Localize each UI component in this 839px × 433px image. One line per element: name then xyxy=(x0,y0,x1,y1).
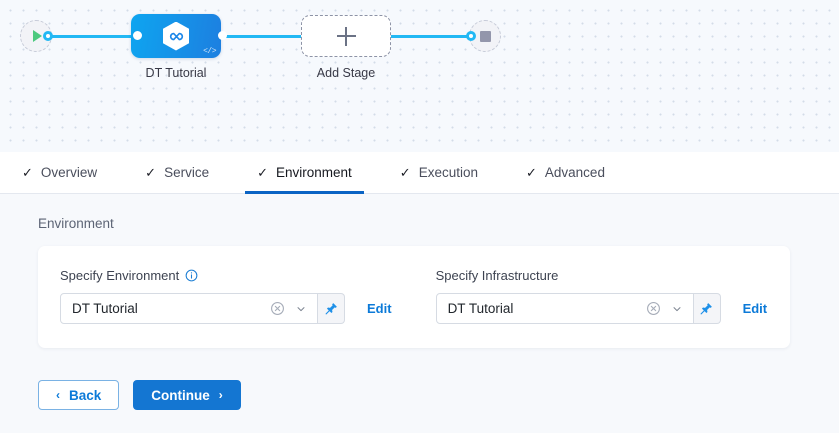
tab-overview[interactable]: ✓ Overview xyxy=(20,152,99,194)
environment-pin-button[interactable] xyxy=(318,293,345,324)
edge-start-to-stage xyxy=(46,35,138,38)
tab-label: Environment xyxy=(276,165,352,180)
environment-panel: Environment Specify Environment DT Tutor… xyxy=(0,194,839,433)
tab-advanced[interactable]: ✓ Advanced xyxy=(524,152,607,194)
check-icon: ✓ xyxy=(526,165,537,180)
infrastructure-pin-button[interactable] xyxy=(693,293,721,324)
continue-button[interactable]: Continue › xyxy=(133,380,241,410)
environment-select[interactable]: DT Tutorial xyxy=(60,293,318,324)
specify-environment-group: Specify Environment DT Tutorial xyxy=(60,268,392,324)
continue-button-label: Continue xyxy=(151,387,210,403)
clear-icon[interactable] xyxy=(646,301,661,316)
environment-select-value: DT Tutorial xyxy=(72,301,138,316)
edge-add-to-end xyxy=(382,35,478,38)
stage-node-output-port[interactable] xyxy=(218,31,227,40)
start-node-port[interactable] xyxy=(43,31,53,41)
clear-icon[interactable] xyxy=(270,301,285,316)
pipeline-canvas[interactable]: </> DT Tutorial Add Stage xyxy=(0,0,839,152)
field-label-text: Specify Infrastructure xyxy=(435,268,559,283)
tab-execution[interactable]: ✓ Execution xyxy=(398,152,480,194)
field-label-text: Specify Environment xyxy=(60,268,180,283)
code-badge-icon: </> xyxy=(203,47,216,56)
tab-environment[interactable]: ✓ Environment xyxy=(245,152,364,194)
stop-icon xyxy=(479,30,491,42)
specify-infrastructure-group: Specify Infrastructure DT Tutorial xyxy=(435,268,768,324)
back-button[interactable]: ‹ Back xyxy=(38,380,120,410)
specify-environment-row: DT Tutorial xyxy=(60,293,392,324)
chevron-right-icon: › xyxy=(218,388,223,402)
back-button-label: Back xyxy=(69,387,102,403)
tab-service[interactable]: ✓ Service xyxy=(143,152,211,194)
stage-node-label: DT Tutorial xyxy=(145,66,207,80)
chevron-left-icon: ‹ xyxy=(56,388,60,402)
check-icon: ✓ xyxy=(257,165,268,180)
end-node-port[interactable] xyxy=(466,31,476,41)
harness-hexagon-icon xyxy=(163,21,189,51)
check-icon: ✓ xyxy=(399,165,411,180)
specify-infrastructure-label: Specify Infrastructure xyxy=(436,268,768,283)
chevron-down-icon[interactable] xyxy=(295,303,307,315)
footer-actions: ‹ Back Continue › xyxy=(38,380,839,410)
tab-label: Overview xyxy=(40,165,98,180)
section-title: Environment xyxy=(38,216,114,231)
specify-environment-label: Specify Environment xyxy=(60,268,392,283)
check-icon: ✓ xyxy=(22,165,33,180)
tab-label: Advanced xyxy=(544,165,605,180)
infrastructure-select-value: DT Tutorial xyxy=(447,301,514,316)
info-icon[interactable] xyxy=(185,269,198,282)
stage-node-dt-tutorial[interactable]: </> xyxy=(131,14,221,58)
stage-tabbar: ✓ Overview ✓ Service ✓ Environment ✓ Exe… xyxy=(0,152,839,194)
environment-edit-link[interactable]: Edit xyxy=(367,301,392,316)
add-stage-label: Add Stage xyxy=(316,66,376,80)
infrastructure-edit-link[interactable]: Edit xyxy=(742,301,768,316)
edge-stage-to-add xyxy=(222,35,312,38)
stage-node-input-port[interactable] xyxy=(133,31,142,40)
play-icon xyxy=(32,30,42,42)
tab-label: Service xyxy=(164,165,210,180)
specify-infrastructure-row: DT Tutorial xyxy=(435,293,768,324)
infrastructure-select[interactable]: DT Tutorial xyxy=(435,293,694,324)
add-stage-button[interactable] xyxy=(301,15,391,57)
check-icon: ✓ xyxy=(145,165,157,180)
chevron-down-icon[interactable] xyxy=(671,303,683,315)
tab-label: Execution xyxy=(418,165,478,180)
plus-icon xyxy=(336,26,356,46)
environment-card: Specify Environment DT Tutorial xyxy=(38,246,790,348)
